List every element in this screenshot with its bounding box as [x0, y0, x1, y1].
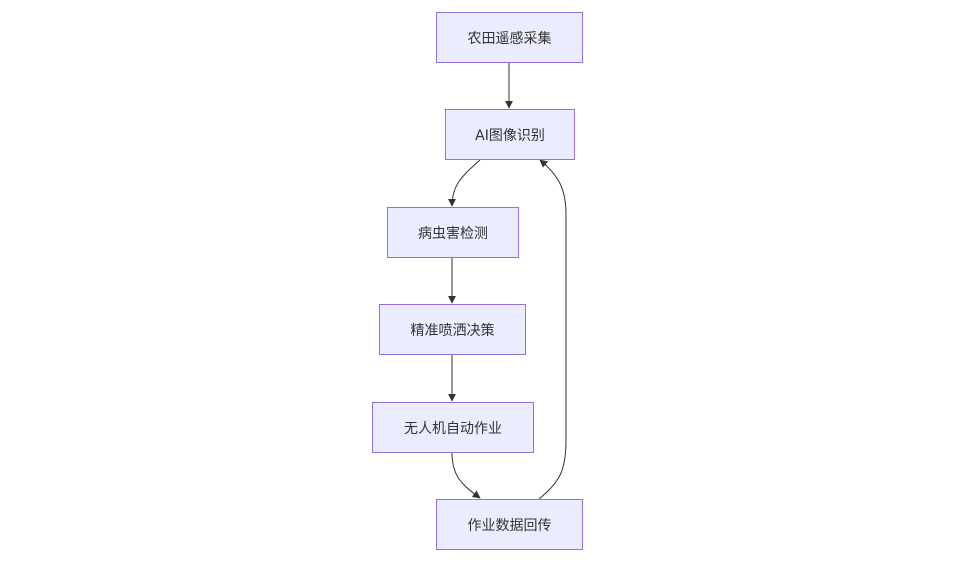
- node-label: 农田遥感采集: [467, 30, 552, 47]
- node-drone-auto-operation: 无人机自动作业: [372, 402, 534, 453]
- edge-n5-n6: [451, 452, 481, 499]
- node-label: 无人机自动作业: [404, 420, 502, 437]
- edge-n6-n2: [538, 159, 567, 500]
- node-label: 病虫害检测: [418, 225, 488, 242]
- node-ai-image-recognition: AI图像识别: [445, 109, 575, 160]
- edge-n2-n3: [448, 159, 481, 207]
- node-remote-sensing-collection: 农田遥感采集: [436, 12, 583, 63]
- node-label: 精准喷洒决策: [410, 322, 495, 339]
- node-label: 作业数据回传: [467, 517, 552, 534]
- node-pest-detection: 病虫害检测: [387, 207, 519, 258]
- node-label: AI图像识别: [475, 127, 545, 144]
- node-operation-data-return: 作业数据回传: [436, 499, 583, 550]
- node-precision-spray-decision: 精准喷洒决策: [379, 304, 526, 355]
